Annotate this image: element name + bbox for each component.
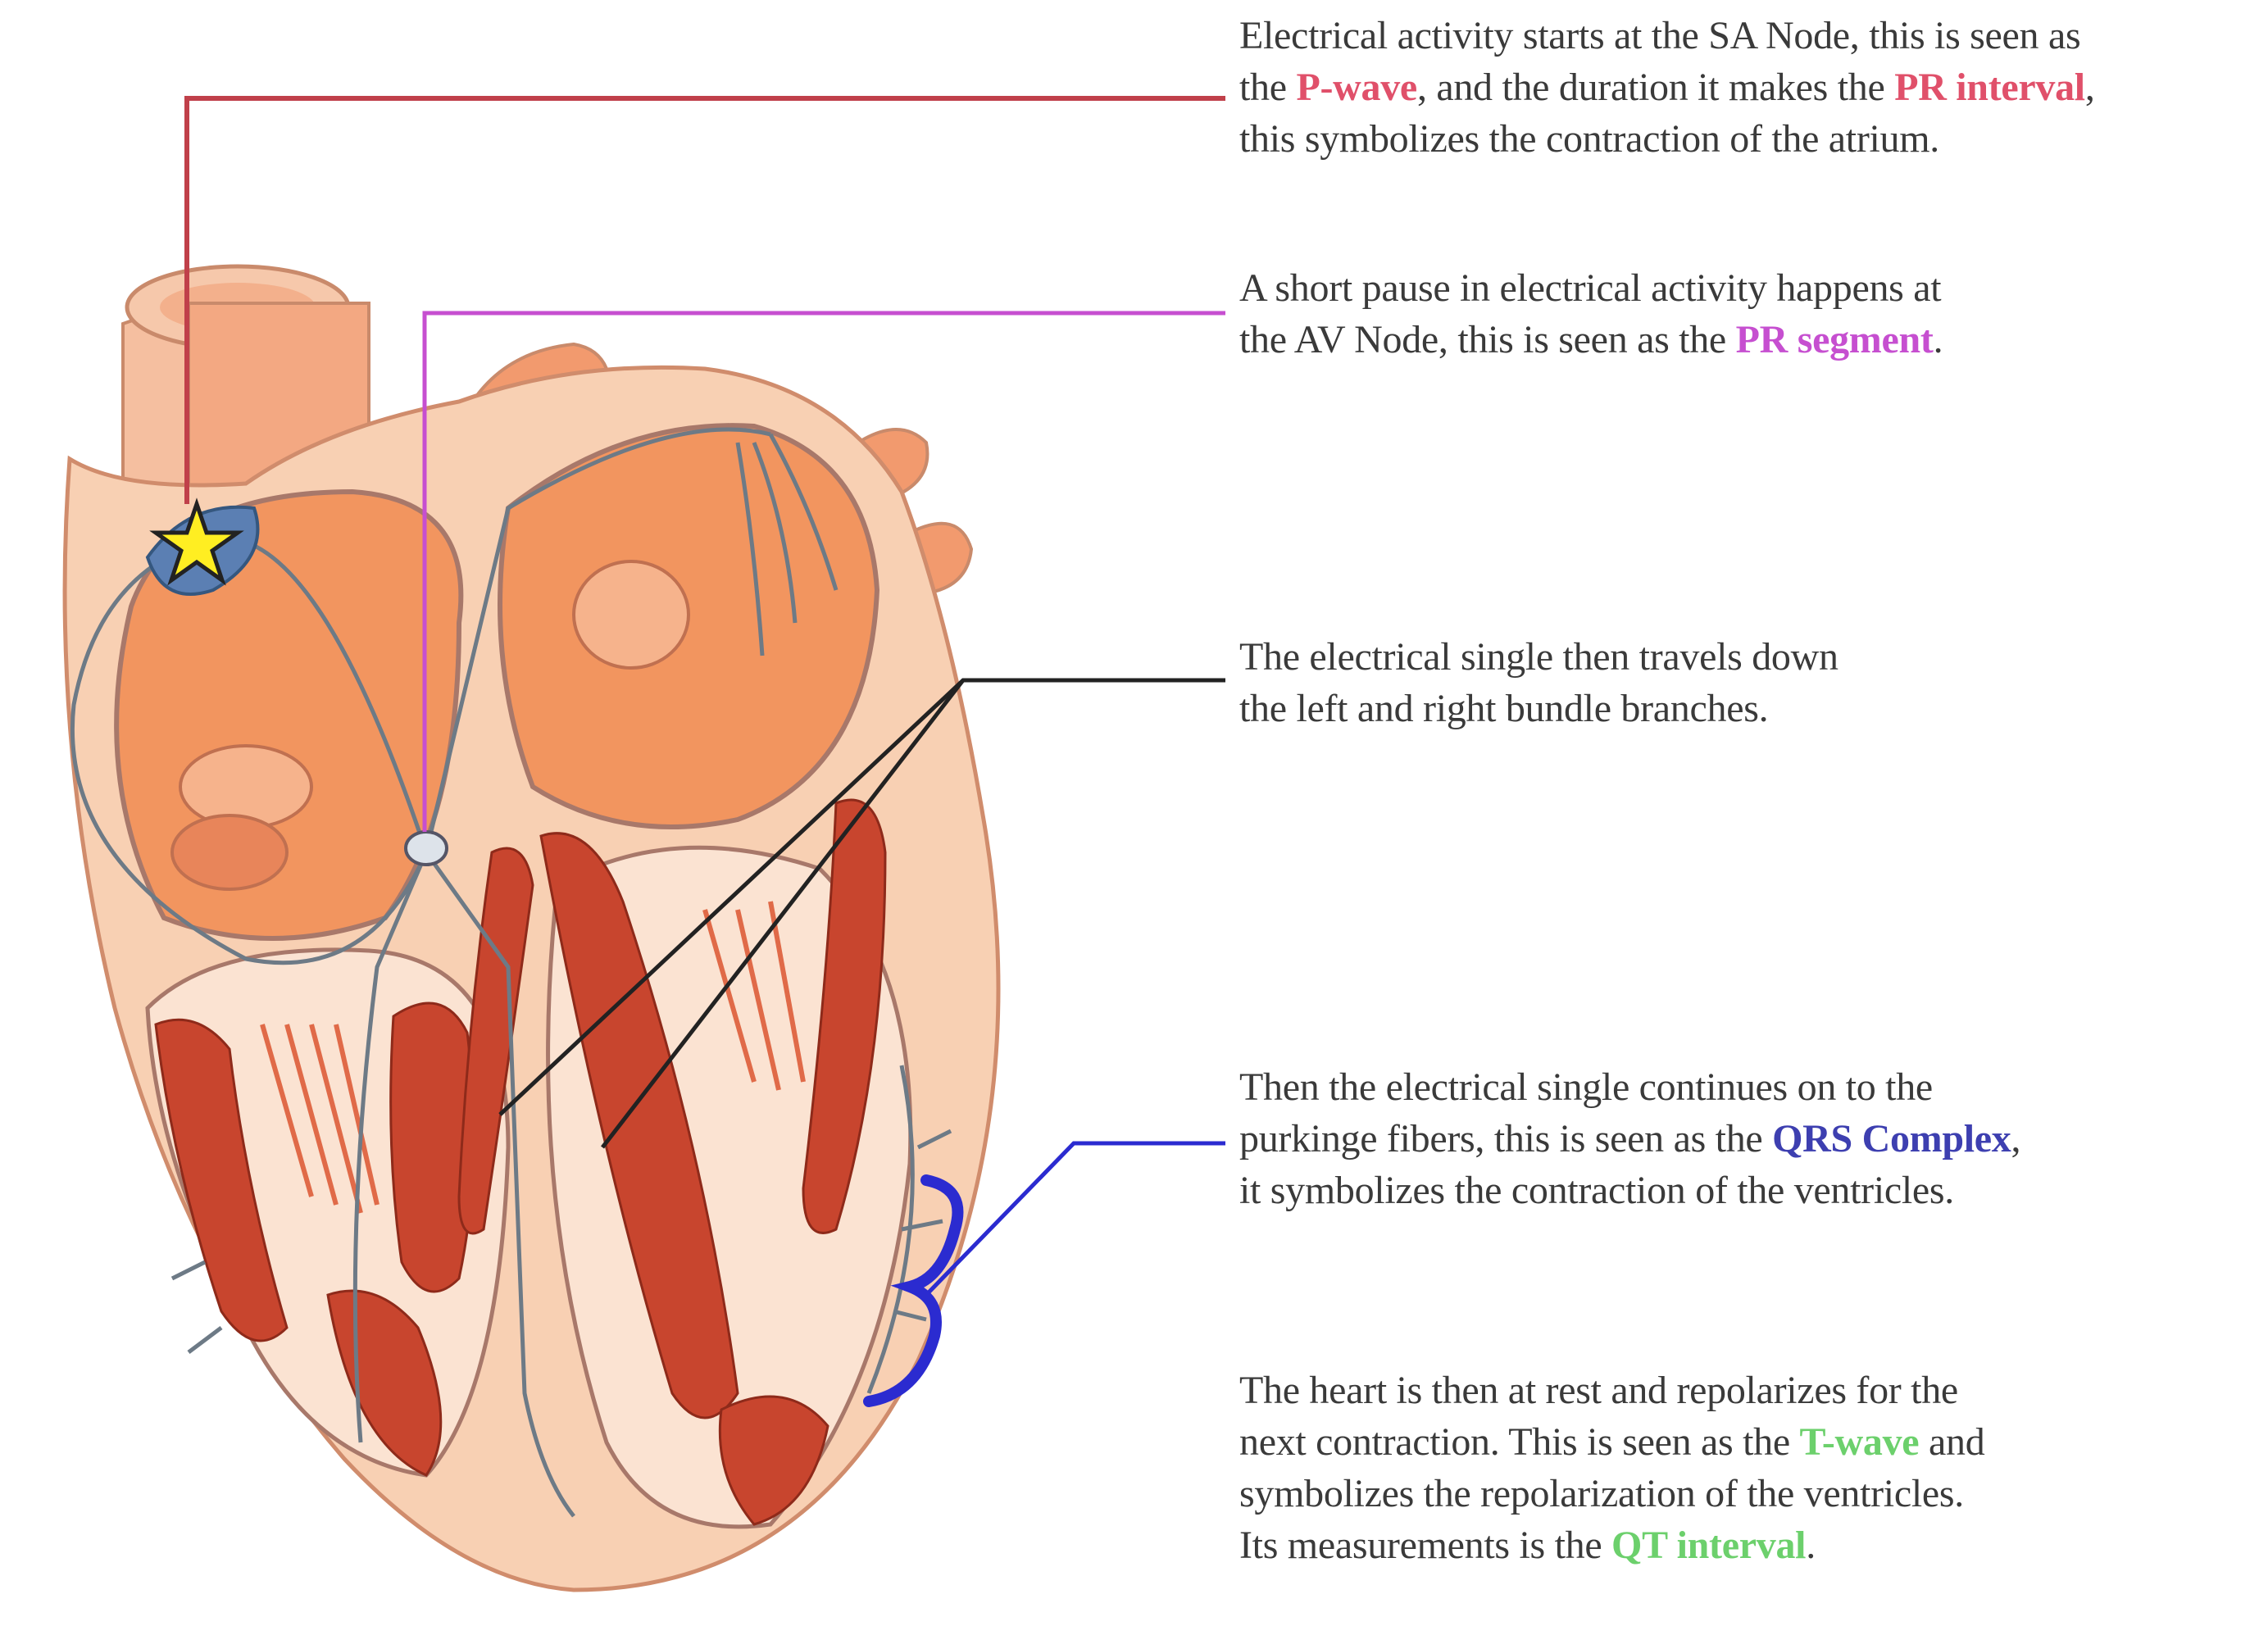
note-sa-node: Electrical activity starts at the SA Nod…: [1239, 10, 2095, 165]
note-line: purkinge fibers, this is seen as the QRS…: [1239, 1113, 2020, 1165]
note-line: A short pause in electrical activity hap…: [1239, 262, 1943, 314]
note-line: it symbolizes the contraction of the ven…: [1239, 1165, 2020, 1216]
note-text: ,: [2085, 66, 2095, 109]
note-text: Its measurements is the: [1239, 1524, 1611, 1567]
note-text: it symbolizes the contraction of the ven…: [1239, 1169, 1954, 1212]
note-text: purkinge fibers, this is seen as the: [1239, 1117, 1772, 1160]
note-text: the AV Node, this is seen as the: [1239, 318, 1736, 361]
note-line: Its measurements is the QT interval.: [1239, 1519, 1984, 1571]
note-text: A short pause in electrical activity hap…: [1239, 266, 1941, 310]
note-text: the left and right bundle branches.: [1239, 687, 1768, 730]
note-line: The heart is then at rest and repolarize…: [1239, 1365, 1984, 1416]
keyword-qt-interval: QT interval: [1611, 1524, 1806, 1567]
note-text: Then the electrical single continues on …: [1239, 1065, 1933, 1109]
note-text: Electrical activity starts at the SA Nod…: [1239, 14, 2080, 57]
note-text: , and the duration it makes the: [1417, 66, 1894, 109]
note-line: the AV Node, this is seen as the PR segm…: [1239, 314, 1943, 366]
note-text: and: [1919, 1420, 1984, 1464]
note-av-node: A short pause in electrical activity hap…: [1239, 262, 1943, 366]
av-node-marker: [406, 832, 447, 865]
note-line: symbolizes the repolarization of the ven…: [1239, 1468, 1984, 1519]
note-bundle-branches: The electrical single then travels down t…: [1239, 631, 1838, 734]
note-line: the P-wave, and the duration it makes th…: [1239, 61, 2095, 113]
note-text: The heart is then at rest and repolarize…: [1239, 1369, 1958, 1412]
keyword-pr-segment: PR segment: [1736, 318, 1934, 361]
note-text: The electrical single then travels down: [1239, 635, 1838, 679]
note-text: this symbolizes the contraction of the a…: [1239, 117, 1939, 161]
note-text: next contraction. This is seen as the: [1239, 1420, 1800, 1464]
note-text: .: [1806, 1524, 1816, 1567]
note-text: symbolizes the repolarization of the ven…: [1239, 1472, 1964, 1515]
note-text: ,: [2011, 1117, 2021, 1160]
note-line: The electrical single then travels down: [1239, 631, 1838, 683]
note-line: the left and right bundle branches.: [1239, 683, 1838, 734]
note-line: Electrical activity starts at the SA Nod…: [1239, 10, 2095, 61]
note-line: next contraction. This is seen as the T-…: [1239, 1416, 1984, 1468]
note-line: Then the electrical single continues on …: [1239, 1061, 2020, 1113]
note-text: the: [1239, 66, 1296, 109]
note-text: .: [1934, 318, 1943, 361]
note-line: this symbolizes the contraction of the a…: [1239, 113, 2095, 165]
keyword-t-wave: T-wave: [1800, 1420, 1920, 1464]
note-repolarization: The heart is then at rest and repolarize…: [1239, 1365, 1984, 1571]
keyword-pr-interval: PR interval: [1894, 66, 2085, 109]
note-purkinje: Then the electrical single continues on …: [1239, 1061, 2020, 1216]
keyword-qrs-complex: QRS Complex: [1772, 1117, 2011, 1160]
keyword-p-wave: P-wave: [1296, 66, 1416, 109]
